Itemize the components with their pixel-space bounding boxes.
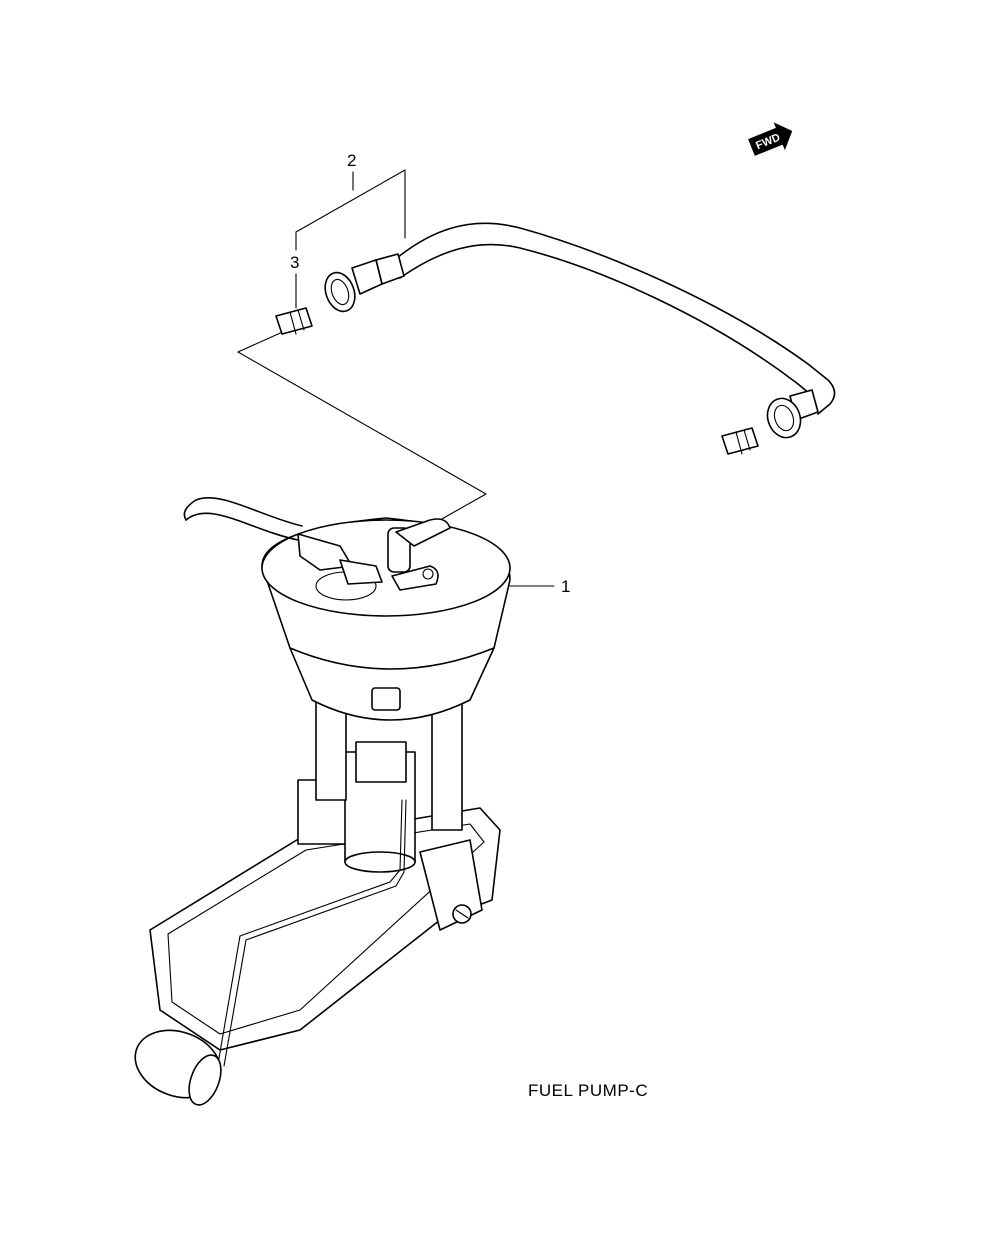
callout-1: 1: [509, 577, 570, 596]
diagram-caption: FUEL PUMP-C: [528, 1081, 648, 1100]
fuel-hose: [324, 222, 836, 439]
callout-3-number: 3: [290, 253, 299, 272]
assembly-leader-line: [237, 351, 487, 521]
fwd-arrow-icon: FWD: [748, 122, 793, 156]
callout-2: 2: [295, 151, 406, 251]
callout-1-number: 1: [561, 577, 570, 596]
hose-clip-left: [275, 307, 313, 335]
hose-clip-right: [721, 427, 759, 455]
callout-2-number: 2: [347, 151, 356, 170]
callout-3: 3: [290, 253, 299, 309]
fuel-pump-assembly: [134, 497, 511, 1106]
